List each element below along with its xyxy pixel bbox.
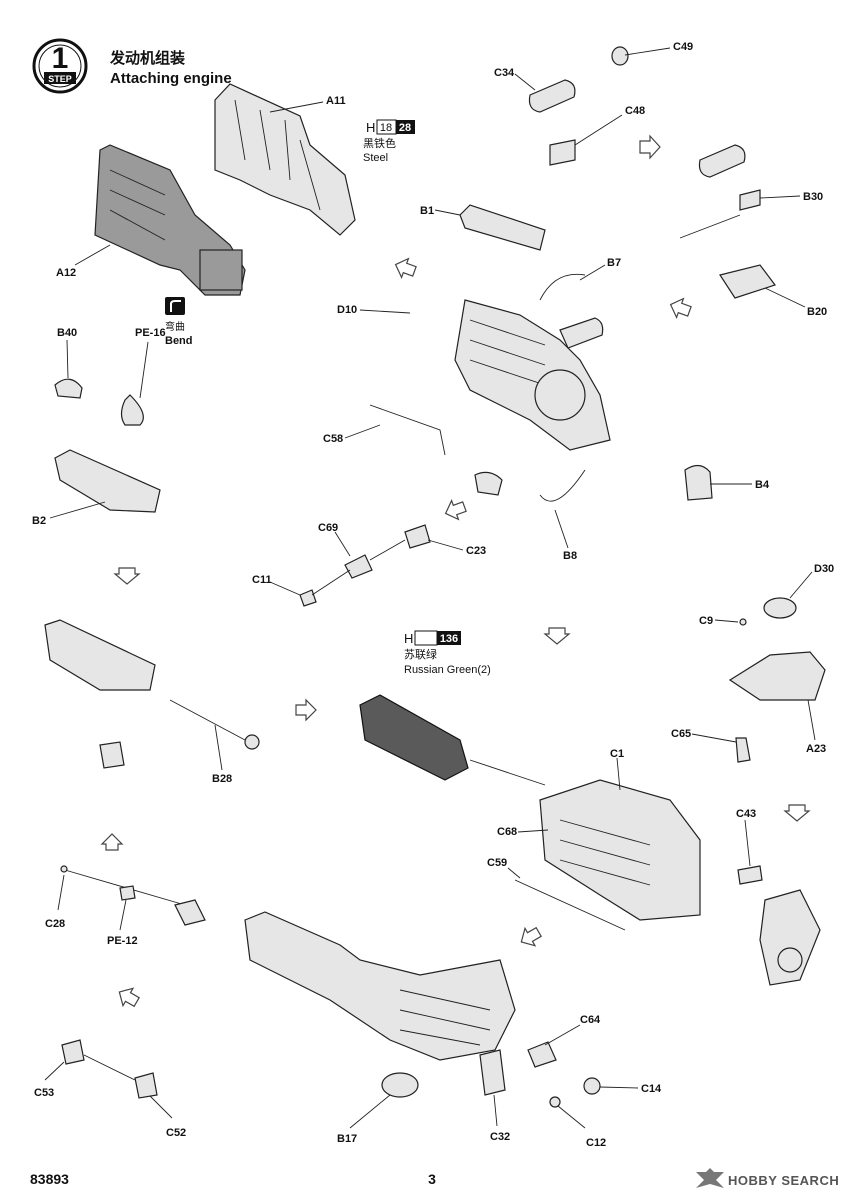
part-label: C23 — [466, 545, 486, 557]
oil-pan-illustration — [54, 378, 161, 513]
part-label: D10 — [337, 304, 357, 316]
paint-name-en: Steel — [363, 152, 388, 164]
part-label: C65 — [671, 728, 691, 740]
kit-number: 83893 — [30, 1171, 69, 1187]
linkage-illustration — [299, 524, 431, 607]
step-number: 1 — [52, 42, 69, 75]
paint-name-cn: 苏联绿 — [404, 647, 437, 661]
part-label: C48 — [625, 105, 645, 117]
flow-arrow-icon — [669, 297, 692, 319]
paint-callout-russian-green: H 136 苏联绿 Russian Green(2) — [404, 630, 491, 676]
flow-arrow-icon — [639, 134, 661, 160]
part-labels: A11 A12 B1 B7 D10 C34 C49 C48 B30 B20 B4… — [32, 41, 834, 1149]
part-label: B20 — [807, 306, 827, 318]
part-label: PE-16 — [135, 327, 166, 339]
watermark-brand: HOBBY SEARCH — [728, 1173, 839, 1188]
step-title-en: Attaching engine — [110, 70, 232, 87]
part-label: B17 — [337, 1133, 357, 1145]
part-label: C28 — [45, 918, 65, 930]
bend-note-en: Bend — [165, 335, 193, 347]
part-label: B30 — [803, 191, 823, 203]
paint-prefix: H — [404, 631, 413, 646]
paint-callout-steel: H 18 28 黑铁色 Steel — [363, 119, 415, 164]
part-label: B28 — [212, 773, 232, 785]
part-label: C53 — [34, 1087, 54, 1099]
part-label: C43 — [736, 808, 756, 820]
flow-arrow-icon — [113, 567, 141, 585]
part-label: C52 — [166, 1127, 186, 1139]
watermark-logo-icon — [696, 1168, 724, 1188]
part-label: C11 — [252, 574, 272, 586]
starter-bracket-illustration — [679, 144, 776, 299]
oil-pan-rod-illustration — [44, 619, 260, 769]
step-title-cn: 发动机组装 — [109, 49, 186, 67]
part-label: B1 — [420, 205, 434, 217]
part-label: C49 — [673, 41, 693, 53]
step-badge-text: STEP — [48, 74, 72, 84]
flow-arrow-icon — [444, 499, 467, 521]
paint-code: 136 — [440, 633, 458, 645]
engine-block-halves-illustration — [94, 83, 356, 296]
part-label: C12 — [586, 1137, 606, 1149]
watermark: HOBBY SEARCH — [696, 1168, 839, 1188]
part-label: B2 — [32, 515, 46, 527]
part-label: B8 — [563, 550, 577, 562]
flow-arrows — [100, 134, 811, 1008]
flow-arrow-icon — [118, 987, 140, 1008]
throttle-rod-illustration — [60, 865, 206, 926]
part-label: PE-12 — [107, 935, 138, 947]
part-label: C9 — [699, 615, 713, 627]
part-label: A12 — [56, 267, 76, 279]
step-badge: 1 STEP — [32, 38, 88, 94]
page-number: 3 — [428, 1171, 436, 1187]
fan-housing-illustration — [728, 597, 826, 763]
flow-arrow-icon — [783, 804, 811, 822]
part-label: C64 — [580, 1014, 601, 1026]
flow-arrow-icon — [100, 833, 124, 851]
flow-arrow-icon — [520, 926, 542, 947]
bend-icon — [165, 297, 185, 315]
part-label: C14 — [641, 1083, 662, 1095]
engine-assembly-painted-illustration — [359, 694, 821, 986]
flow-arrow-icon — [295, 698, 317, 722]
paint-name-en: Russian Green(2) — [404, 664, 491, 676]
part-label: A23 — [806, 743, 826, 755]
paint-code: 28 — [399, 122, 411, 134]
part-label: C58 — [323, 433, 343, 445]
part-label: B40 — [57, 327, 77, 339]
paint-name-cn: 黑铁色 — [363, 136, 396, 150]
bracket-pair-illustration — [61, 1039, 158, 1099]
part-label: C32 — [490, 1131, 510, 1143]
part-label: A11 — [326, 95, 346, 107]
flow-arrow-icon — [543, 627, 571, 645]
bend-note-cn: 弯曲 — [165, 320, 185, 333]
part-label: C68 — [497, 826, 517, 838]
engine-assembly-final-illustration — [244, 911, 601, 1108]
engine-assembly-main-illustration — [369, 204, 713, 502]
part-label: C1 — [610, 748, 624, 760]
flow-arrow-icon — [394, 257, 417, 279]
part-label: C59 — [487, 857, 507, 869]
paint-prefix: H — [366, 120, 375, 135]
bend-note: 弯曲 Bend — [165, 297, 193, 347]
part-label: C69 — [318, 522, 338, 534]
part-label: D30 — [814, 563, 834, 575]
part-label: B7 — [607, 257, 621, 269]
part-label: C34 — [494, 67, 515, 79]
starter-motor-illustration — [528, 46, 629, 166]
paint-code: 18 — [380, 122, 392, 134]
part-label: B4 — [755, 479, 770, 491]
